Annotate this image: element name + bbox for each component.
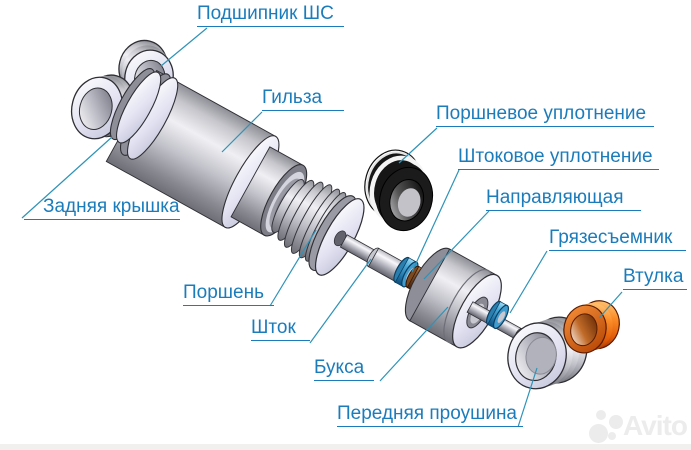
- leader-line: [411, 169, 460, 273]
- avito-logo-icon: [608, 432, 616, 440]
- label-rod: Шток: [251, 317, 310, 341]
- label-bushing: Втулка: [623, 266, 688, 290]
- photo-bottom-edge-band: [0, 444, 691, 450]
- leader-line: [309, 258, 372, 344]
- leader-lines: [21, 27, 623, 428]
- label-spherical-bearing: Подшипник ШС: [197, 3, 344, 27]
- avito-logo-icon: [589, 424, 608, 443]
- front-eye-ring-shape: [507, 316, 588, 390]
- label-guide: Направляющая: [486, 187, 642, 211]
- leader-line: [598, 291, 623, 319]
- rear-cap-flange-shape: [109, 68, 179, 160]
- leader-line: [269, 229, 317, 307]
- label-barrel: Гильза: [262, 87, 345, 111]
- leader-line: [379, 306, 449, 382]
- leader-line: [398, 127, 438, 164]
- piston-seal-ring-shape: [364, 149, 434, 232]
- leader-line: [509, 250, 548, 314]
- label-piston-seal: Поршневое уплотнение: [436, 103, 655, 127]
- label-front-eye: Передняя проушина: [337, 403, 523, 427]
- gland-block-shape: [404, 247, 502, 349]
- avito-logo-icon: [596, 410, 606, 420]
- leader-line: [221, 111, 263, 153]
- bushing-shape: [563, 300, 620, 354]
- label-rear-cap: Задняя крышка: [24, 196, 180, 220]
- leader-line: [423, 210, 490, 280]
- avito-watermark-text: Avito: [623, 410, 688, 441]
- avito-logo-icon: [609, 415, 623, 429]
- label-piston: Поршень: [183, 282, 274, 306]
- label-rod-seal: Штоковое уплотнение: [458, 146, 659, 170]
- leader-line: [517, 367, 538, 428]
- leader-line: [160, 27, 208, 67]
- label-wiper: Грязесъемник: [549, 227, 687, 251]
- avito-watermark: Avito: [583, 404, 689, 448]
- label-gland: Букса: [314, 357, 375, 381]
- wiper-ring-shape: [485, 300, 510, 330]
- leader-line: [21, 136, 113, 219]
